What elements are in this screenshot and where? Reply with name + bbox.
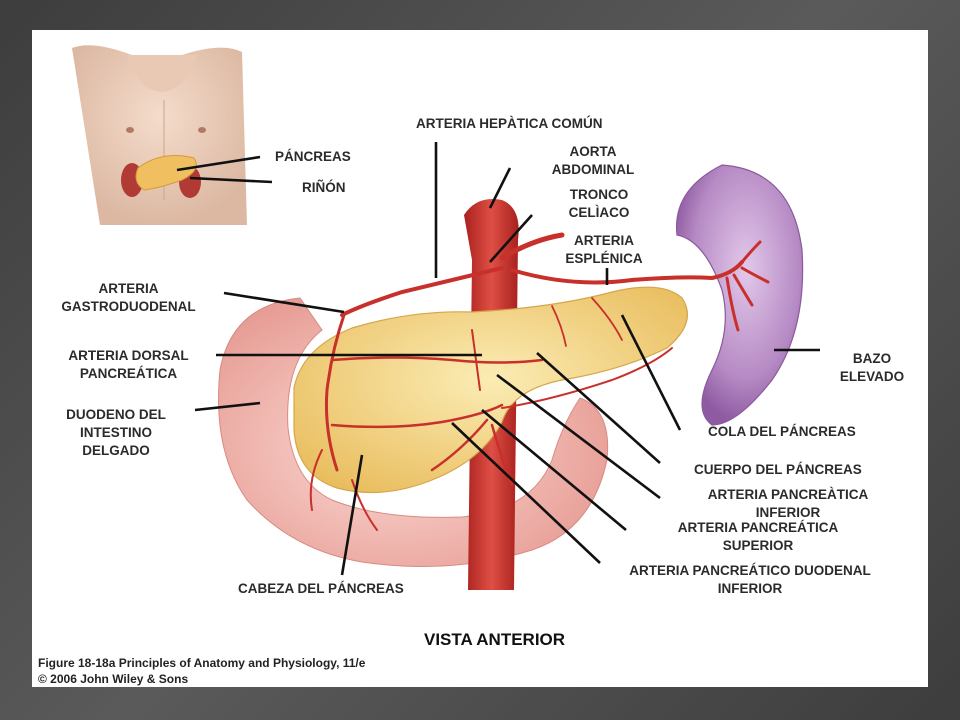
spleen-shape	[675, 164, 804, 426]
label-inf-pd-line-2: INFERIOR	[717, 581, 783, 596]
label-gastroduodenal-line-2: GASTRODUODENAL	[61, 299, 196, 314]
leader-inf-pd	[451, 422, 601, 564]
credit-line-1: Figure 18-18a Principles of Anatomy and …	[38, 656, 366, 670]
label-spleen: BAZO ELEVADO	[827, 350, 917, 386]
artery-network	[309, 232, 770, 531]
leader-lines	[176, 142, 820, 576]
label-aorta: AORTA ABDOMINAL	[548, 143, 638, 179]
label-kidney: RIÑÓN	[302, 180, 346, 195]
label-dorsal-line-1: ARTERIA DORSAL	[68, 348, 189, 363]
label-body: CUERPO DEL PÁNCREAS	[694, 462, 862, 477]
label-spleen-line-1: BAZO	[852, 351, 892, 366]
credit-line-2: © 2006 John Wiley & Sons	[38, 672, 189, 686]
label-gastroduodenal-line-1: ARTERIA	[98, 281, 159, 296]
pancreas-shape	[293, 286, 688, 494]
label-celiac-line-2: CELÌACO	[568, 205, 630, 220]
view-title: VISTA ANTERIOR	[424, 630, 566, 649]
duodenum-shape	[218, 297, 609, 567]
label-dorsal-pancreatic: ARTERIA DORSAL PANCREÁTICA	[46, 347, 211, 383]
label-gastroduodenal: ARTERIA GASTRODUODENAL	[46, 280, 211, 316]
label-tail: COLA DEL PÁNCREAS	[708, 424, 856, 439]
torso-thumbnail	[72, 45, 247, 225]
label-inferior-pancreaticoduodenal: ARTERIA PANCREÁTICO DUODENAL INFERIOR	[610, 562, 890, 598]
leader-pancreas	[176, 155, 261, 172]
label-duodenum: DUODENO DEL INTESTINO DELGADO	[46, 406, 186, 460]
label-head: CABEZA DEL PÁNCREAS	[238, 581, 404, 596]
leader-sup-pancreatic	[481, 409, 627, 531]
label-duodenum-line-2: INTESTINO	[79, 425, 152, 440]
leader-head	[340, 454, 364, 576]
label-aorta-line-2: ABDOMINAL	[551, 162, 635, 177]
label-hepatic-common: ARTERIA HEPÀTICA COMÚN	[416, 116, 603, 131]
label-duodenum-line-3: DELGADO	[82, 443, 150, 458]
label-celiac-line-1: TRONCO	[569, 187, 629, 202]
leader-body	[536, 352, 661, 464]
slide-panel: ARTERIA HEPÀTICA COMÚN PÁNCREAS RIÑÓN AO…	[32, 30, 928, 687]
leader-gastroduodenal	[223, 291, 345, 314]
label-superior-pancreatic: ARTERIA PANCREÁTICA SUPERIOR	[658, 519, 858, 555]
anatomy-illustration	[72, 45, 820, 590]
label-sup-pan-line-2: SUPERIOR	[722, 538, 794, 553]
leader-celiac	[489, 214, 533, 263]
label-splenic-line-1: ARTERIA	[574, 233, 634, 248]
figure-credit: Figure 18-18a Principles of Anatomy and …	[38, 655, 365, 687]
leader-kidney	[189, 176, 273, 184]
label-aorta-line-1: AORTA	[569, 144, 617, 159]
label-splenic-line-2: ESPLÉNICA	[565, 251, 643, 266]
label-inf-pd-line-1: ARTERIA PANCREÁTICO DUODENAL	[629, 563, 871, 578]
leader-tail	[620, 314, 682, 431]
label-inf-pan-line-2: INFERIOR	[755, 505, 821, 520]
leader-duodenum	[194, 401, 261, 412]
label-dorsal-line-2: PANCREÁTICA	[79, 366, 178, 381]
label-inf-pan-line-1: ARTERIA PANCREÀTICA	[707, 487, 869, 502]
label-duodenum-line-1: DUODENO DEL	[66, 407, 166, 422]
leader-inf-pancreatic	[496, 373, 661, 500]
label-spleen-line-2: ELEVADO	[839, 369, 905, 384]
label-sup-pan-line-1: ARTERIA PANCREÁTICA	[677, 520, 839, 535]
label-splenic: ARTERIA ESPLÉNICA	[554, 232, 654, 268]
leader-aorta	[488, 167, 512, 209]
label-inferior-pancreatic: ARTERIA PANCREÀTICA INFERIOR	[688, 486, 888, 522]
label-pancreas: PÁNCREAS	[275, 149, 351, 164]
label-celiac: TRONCO CELÌACO	[554, 186, 644, 222]
